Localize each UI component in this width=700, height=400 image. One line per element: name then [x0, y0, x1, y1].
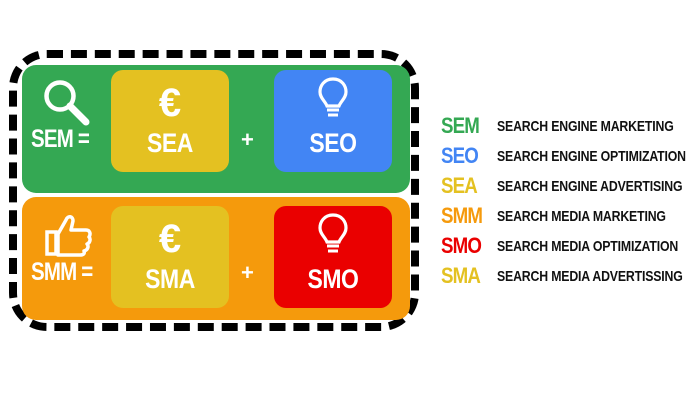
legend-item: SMA SEARCH MEDIA ADVERTISSING: [441, 263, 700, 288]
sea-tile: € SEA: [111, 70, 229, 172]
legend-item: SEM SEARCH ENGINE MARKETING: [441, 113, 700, 138]
dashed-frame: [9, 50, 419, 331]
smo-label: SMO: [307, 264, 359, 294]
magnifier-icon: [44, 80, 90, 126]
smm-equation-label: SMM =: [31, 258, 93, 286]
legend-text: SEARCH ENGINE OPTIMIZATION: [497, 147, 686, 165]
sem-equation-label: SEM =: [31, 125, 90, 153]
legend-text: SEARCH MEDIA OPTIMIZATION: [497, 237, 679, 255]
euro-icon: €: [158, 81, 182, 125]
sma-tile: € SMA: [111, 206, 229, 308]
legend-abbr: SEA: [441, 173, 478, 198]
legend-abbr: SMA: [441, 263, 481, 288]
plus-sign: +: [241, 260, 254, 285]
legend-abbr: SMM: [441, 203, 483, 228]
legend-text: SEARCH MEDIA ADVERTISSING: [497, 267, 683, 285]
seo-tile: SEO: [274, 70, 392, 172]
lightbulb-icon: [318, 213, 348, 253]
sma-label: SMA: [145, 264, 195, 294]
legend-abbr: SMO: [441, 233, 482, 258]
legend-abbr: SEO: [441, 143, 479, 168]
legend-item: SEA SEARCH ENGINE ADVERTISING: [441, 173, 700, 198]
legend-item: SEO SEARCH ENGINE OPTIMIZATION: [441, 143, 700, 168]
seo-label: SEO: [309, 128, 357, 158]
sea-label: SEA: [147, 128, 193, 158]
legend-item: SMM SEARCH MEDIA MARKETING: [441, 203, 700, 228]
legend-text: SEARCH ENGINE MARKETING: [497, 117, 674, 135]
euro-icon: €: [158, 217, 182, 261]
legend-text: SEARCH MEDIA MARKETING: [497, 207, 666, 225]
smo-tile: SMO: [274, 206, 392, 308]
legend-item: SMO SEARCH MEDIA OPTIMIZATION: [441, 233, 700, 258]
thumbs-up-icon: [45, 215, 92, 257]
legend-text: SEARCH ENGINE ADVERTISING: [497, 177, 683, 195]
legend-abbr: SEM: [441, 113, 480, 138]
plus-sign: +: [241, 127, 254, 152]
lightbulb-icon: [318, 77, 348, 117]
